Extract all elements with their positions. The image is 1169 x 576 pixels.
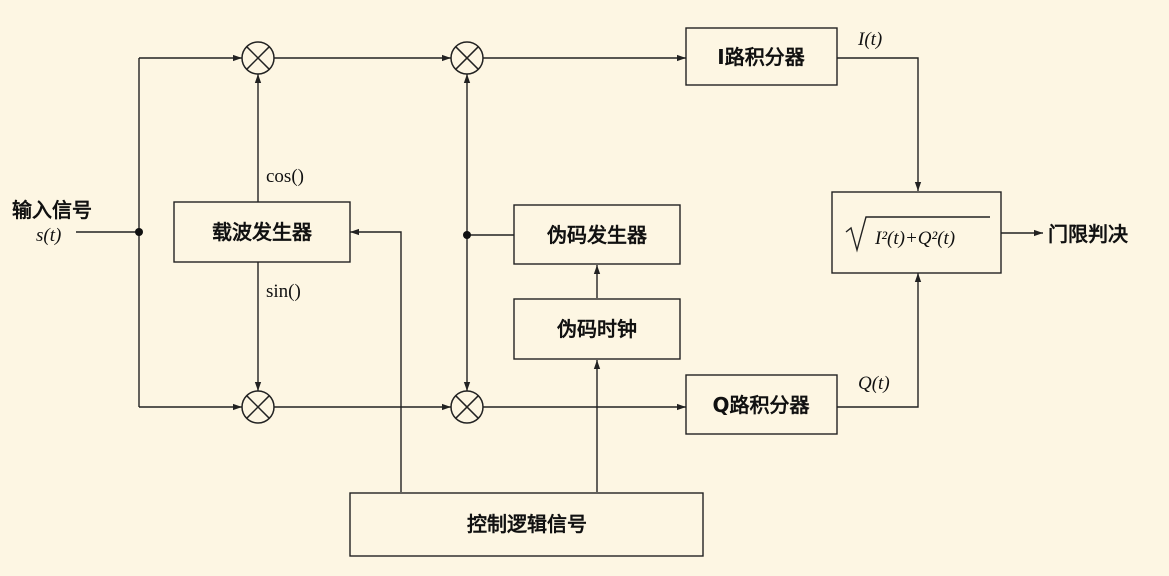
junction-dot-input	[135, 228, 143, 236]
magnitude-label: I²(t)+Q²(t)	[874, 228, 955, 249]
cos-label: cos()	[266, 166, 304, 187]
junction-dot-code	[463, 231, 471, 239]
control-logic-block: 控制逻辑信号	[349, 492, 704, 557]
input-signal-label: s(t)	[36, 225, 61, 246]
wire-control-to-carrier	[350, 228, 402, 492]
code-clock-label: 伪码时钟	[556, 317, 637, 341]
mixer-icon	[241, 390, 275, 424]
wire-i-to-magnitude	[837, 57, 922, 191]
carrier-generator-label: 载波发生器	[212, 220, 313, 244]
i-integrator-label: I路积分器	[717, 45, 805, 69]
i-integrator-block: I路积分器	[685, 27, 838, 86]
q-integrator-label: Q路积分器	[712, 393, 810, 417]
input-label: 输入信号	[12, 198, 92, 222]
output-label: 门限判决	[1048, 222, 1129, 246]
q-integrator-block: Q路积分器	[685, 374, 838, 435]
carrier-generator-block: 载波发生器	[173, 201, 351, 263]
mixer-icon	[450, 390, 484, 424]
code-generator-block: 伪码发生器	[513, 204, 681, 265]
control-logic-label: 控制逻辑信号	[467, 512, 587, 536]
mixer-icon	[241, 41, 275, 75]
q-output-label: Q(t)	[858, 373, 890, 394]
i-output-label: I(t)	[857, 29, 882, 50]
wire-q-to-magnitude	[837, 273, 922, 408]
magnitude-block: I²(t)+Q²(t)	[831, 191, 1002, 274]
code-generator-label: 伪码发生器	[546, 223, 648, 247]
code-clock-block: 伪码时钟	[513, 298, 681, 360]
signal-wires	[76, 54, 1043, 492]
sqrt-radical-icon	[845, 216, 990, 253]
mixer-icon	[450, 41, 484, 75]
sin-label: sin()	[266, 281, 301, 302]
